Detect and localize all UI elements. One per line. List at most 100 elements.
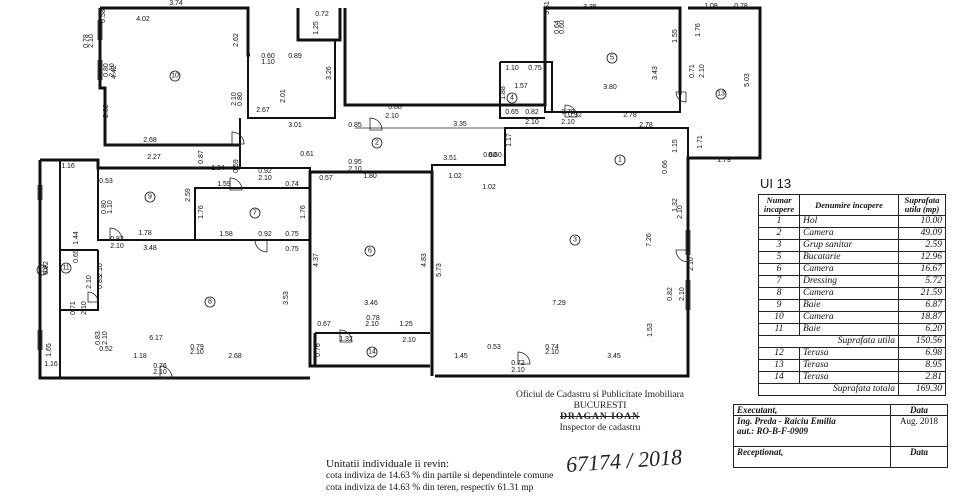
receptionat-label: Receptionat, (733, 446, 891, 468)
dimension-label: 2.10 (81, 301, 88, 315)
room-area-cell: 6.87 (898, 299, 946, 312)
room-number-cell: 11 (758, 323, 800, 336)
dimension-label: 3.01 (288, 122, 302, 129)
room-number-cell: 2 (758, 227, 800, 240)
dimension-label: 0.76 (315, 343, 322, 357)
dimension-label: 0.82 (525, 109, 539, 116)
dimension-label: 0.72 (315, 11, 329, 18)
dimension-label: 3.35 (583, 4, 597, 11)
dimension-label: 0.87 (198, 150, 205, 164)
terrace-area-cell: 6.98 (898, 347, 946, 360)
dimension-label: 2.10 (97, 263, 104, 277)
dimension-label: 2.10 (511, 367, 525, 374)
dimension-label: 0.58 (100, 9, 107, 23)
dimension-label: 2.59 (185, 188, 192, 202)
room-area-cell: 2.59 (898, 239, 946, 252)
dimension-label: 0.92 (258, 231, 272, 238)
dimension-label: 0.80 (237, 92, 244, 106)
dimension-label: 1.02 (448, 173, 462, 180)
room-area-cell: 10.00 (898, 215, 946, 228)
dimension-label: 2.10 (348, 166, 362, 173)
executant-date-label: Data (890, 404, 948, 416)
room-name-cell: Camera (799, 311, 899, 324)
dimension-label: 0.53 (487, 344, 501, 351)
dimension-label: 0.78 (366, 315, 380, 322)
room-number-circle (60, 262, 72, 274)
dimension-label: 1.25 (399, 321, 413, 328)
room-number-label: 14 (368, 349, 376, 356)
dimension-label: 1.32 (672, 198, 679, 212)
dimension-label: 0.59 (233, 159, 240, 173)
notes-heading: Unitatii individuale ii revin: (326, 458, 450, 470)
dimension-label: 2.10 (86, 275, 93, 289)
dimension-label: 1.78 (138, 230, 152, 237)
dimension-label: 2.10 (402, 337, 416, 344)
room-number-cell: 10 (758, 311, 800, 324)
dimension-label: 0.71 (70, 301, 77, 315)
dimension-label: 2.78 (623, 112, 637, 119)
terrace-number-cell: 13 (758, 359, 800, 372)
dimension-label: 2.68 (143, 137, 157, 144)
dimension-label: 3.80 (603, 84, 617, 91)
room-number-label: 1 (618, 157, 622, 164)
dimension-label: 0.65 (505, 109, 519, 116)
dimension-label: 0.92 (568, 112, 582, 119)
dimension-label: 2.10 (699, 64, 706, 78)
dimension-label: 1.32 (339, 336, 353, 343)
dimension-label: 2.10 (679, 287, 686, 301)
dimension-label: 0.78 (83, 34, 90, 48)
dimension-label: 1.71 (697, 135, 704, 149)
dimension-label: 2.10 (365, 321, 379, 328)
dimension-label: 4.02 (136, 16, 150, 23)
room-area-cell: 5.72 (898, 275, 946, 288)
terrace-number-cell: 14 (758, 371, 800, 384)
stamp-inspector-title: Inspector de cadastru (559, 423, 641, 433)
dimension-label: 2.78 (639, 122, 653, 129)
dimension-label: 7.26 (646, 233, 653, 247)
room-number-label: 12 (38, 267, 46, 274)
dimension-label: 0.53 (99, 178, 113, 185)
dimension-label: 0.75 (528, 65, 542, 72)
dimension-label: 0.74 (285, 181, 299, 188)
room-name-cell: Camera (799, 287, 899, 300)
executant-name: Ing. Preda - Raiciu Emilia (737, 416, 836, 426)
room-number-label: 4 (510, 95, 514, 102)
dimension-label: 1.10 (107, 200, 114, 214)
dimension-label: 2.10 (525, 119, 539, 126)
dimension-label: 3.45 (607, 353, 621, 360)
room-number-label: 2 (375, 140, 379, 147)
dimension-label: 0.78 (561, 109, 575, 116)
room-number-circle (614, 154, 626, 166)
room-name-cell: Grup sanitar (799, 239, 899, 252)
room-number-circle (249, 207, 261, 219)
dimension-label: 1.58 (219, 231, 233, 238)
dimension-label: 0.60 (559, 20, 566, 34)
dimension-label: 0.74 (545, 344, 559, 351)
dimension-label: 2.10 (153, 369, 167, 376)
dimension-label: 0.71 (689, 64, 696, 78)
dimension-label: 1.65 (46, 343, 53, 357)
dimension-label: 2.10 (109, 63, 116, 77)
dimension-label: 1.16 (44, 361, 58, 368)
dimension-label: 1.55 (672, 29, 679, 43)
dimension-label: 0.61 (300, 151, 314, 158)
dimension-label: 2.68 (228, 353, 242, 360)
dimension-label: 4.83 (421, 253, 428, 267)
terrace-name-cell: Terasa (799, 359, 899, 372)
dimension-label: 2.10 (258, 175, 272, 182)
dimension-label: 7.29 (552, 300, 566, 307)
room-area-cell: 6.20 (898, 323, 946, 336)
dimension-label: 2.10 (545, 349, 559, 356)
dimension-label: 0.78 (734, 3, 748, 10)
room-number-cell: 8 (758, 287, 800, 300)
executant-label: Executant, (733, 404, 891, 416)
